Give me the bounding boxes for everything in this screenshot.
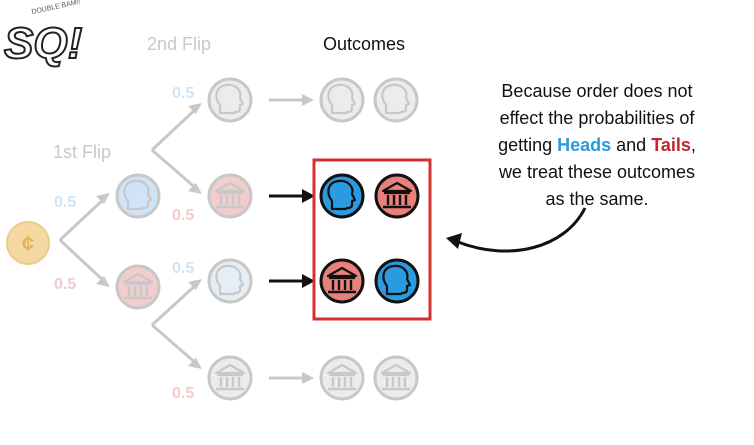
outcome-th-tails-coin bbox=[319, 258, 365, 304]
arrowhead-outcome-ht bbox=[302, 189, 315, 203]
arrowhead-outcome-tt bbox=[302, 372, 314, 384]
note-line-4: we treat these outcomes bbox=[498, 162, 696, 182]
note-line-3: getting Heads and Tails, bbox=[462, 132, 732, 159]
note-line-3-suffix: , bbox=[690, 135, 696, 155]
first-flip-heads-coin bbox=[115, 173, 161, 219]
tree-branches bbox=[58, 94, 314, 384]
outcome-heads-heads bbox=[319, 77, 419, 123]
branch-start-tails bbox=[58, 238, 108, 285]
arrowhead-start-tails bbox=[96, 276, 110, 287]
arrowhead-lower-heads bbox=[188, 279, 202, 290]
note-line-2: effect the probabilities of bbox=[499, 108, 695, 128]
outcome-th-heads-coin bbox=[374, 258, 420, 304]
second-flip-upper-heads-coin bbox=[207, 77, 253, 123]
logo-small-text: DOUBLE BAM!! bbox=[31, 0, 81, 16]
branch-upper-tails bbox=[151, 148, 199, 192]
note-heads-word: Heads bbox=[557, 135, 612, 155]
annotation-note: Because order does not effect the probab… bbox=[462, 78, 732, 213]
branch-lower-heads bbox=[150, 281, 200, 327]
outcome-ht-heads-coin bbox=[319, 173, 365, 219]
second-flip-lower-heads-coin bbox=[207, 258, 253, 304]
logo-text: SQ! bbox=[4, 19, 82, 68]
coin-symbol: ¢ bbox=[22, 231, 34, 256]
highlight-arrows bbox=[269, 189, 315, 288]
arrowhead-outcome-th bbox=[302, 274, 315, 288]
first-flip-tails-coin bbox=[115, 264, 161, 310]
prob-second-upper-tails: 0.5 bbox=[172, 207, 194, 224]
outcome-tails-heads bbox=[319, 258, 420, 304]
branch-lower-tails bbox=[151, 323, 199, 367]
outcome-hh-coin-2 bbox=[373, 77, 419, 123]
note-line-1: Because order does not bbox=[501, 81, 693, 101]
arrowhead-upper-heads bbox=[188, 103, 202, 114]
annotation-arrow bbox=[446, 207, 587, 253]
outcome-tt-coin-2 bbox=[373, 355, 419, 401]
highlight-box bbox=[312, 158, 432, 321]
outcome-tails-tails bbox=[319, 355, 419, 401]
arrowhead-start-heads bbox=[96, 193, 110, 204]
arrowhead-outcome-hh bbox=[302, 94, 314, 106]
note-tails-word: Tails bbox=[651, 135, 691, 155]
second-flip-lower-tails-coin bbox=[207, 355, 253, 401]
second-flip-upper-tails-coin bbox=[207, 173, 253, 219]
arrowhead-lower-tails bbox=[188, 358, 202, 369]
outcome-heads-tails bbox=[319, 173, 420, 219]
outcome-tt-coin-1 bbox=[319, 355, 365, 401]
branch-upper-heads bbox=[150, 105, 200, 152]
logo: SQ! DOUBLE BAM!! bbox=[3, 0, 83, 69]
outcomes-header: Outcomes bbox=[323, 34, 405, 54]
start-coin: ¢ bbox=[6, 221, 50, 265]
prob-second-lower-heads: 0.5 bbox=[172, 260, 194, 277]
prob-first-heads: 0.5 bbox=[54, 194, 76, 211]
second-flip-header: 2nd Flip bbox=[147, 34, 211, 54]
outcome-hh-coin-1 bbox=[319, 77, 365, 123]
prob-second-upper-heads: 0.5 bbox=[172, 85, 194, 102]
probability-labels: 0.5 0.5 0.5 0.5 0.5 0.5 bbox=[54, 85, 194, 402]
note-line-5: as the same. bbox=[545, 189, 649, 209]
first-flip-header: 1st Flip bbox=[53, 142, 111, 162]
note-line-3-prefix: getting bbox=[498, 135, 558, 155]
prob-second-lower-tails: 0.5 bbox=[172, 385, 194, 402]
branch-start-heads bbox=[58, 195, 108, 242]
arrowhead-upper-tails bbox=[188, 183, 202, 194]
note-and-word: and bbox=[611, 135, 652, 155]
prob-first-tails: 0.5 bbox=[54, 276, 76, 293]
outcome-ht-tails-coin bbox=[374, 173, 420, 219]
